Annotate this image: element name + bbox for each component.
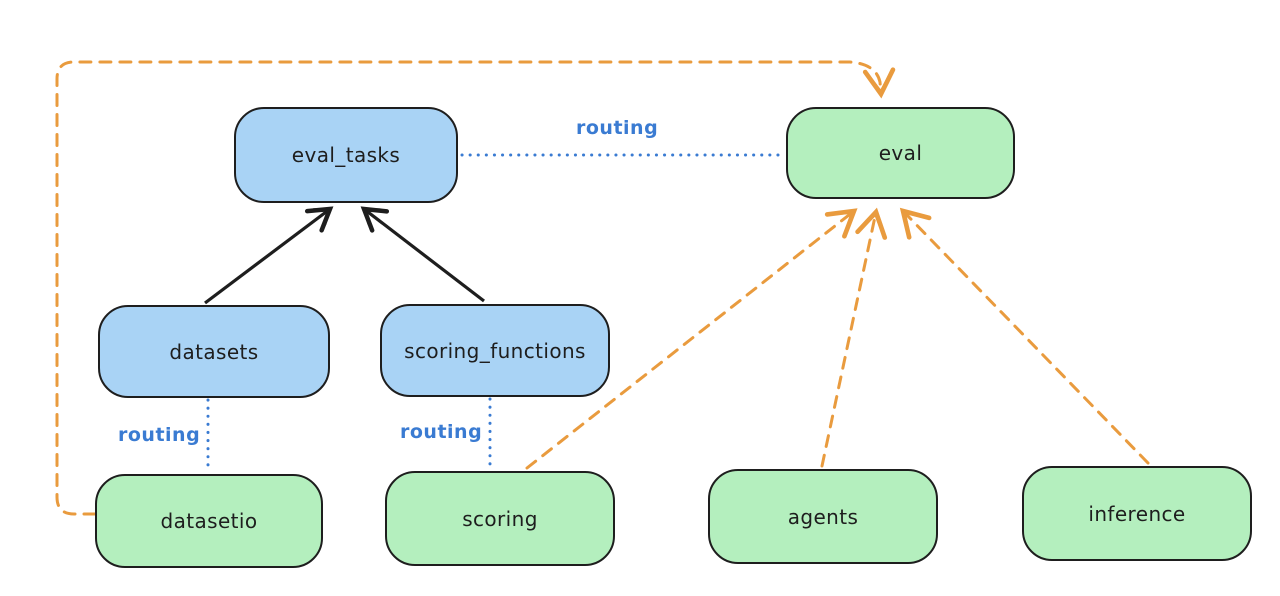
node-eval-label: eval [878, 141, 923, 165]
node-datasetio-label: datasetio [160, 509, 258, 533]
routing-label-scoring-functions-scoring: routing [400, 421, 483, 443]
routing-label-eval-tasks-eval: routing [576, 117, 659, 139]
node-scoring: scoring [385, 471, 615, 566]
node-scoring-label: scoring [462, 506, 538, 531]
node-datasets: datasets [98, 305, 330, 398]
node-agents: agents [708, 469, 938, 564]
node-scoring-functions-label: scoring_functions [404, 338, 586, 363]
node-scoring-functions: scoring_functions [380, 304, 610, 397]
edge-scoring-to-eval [525, 208, 858, 470]
edge-inference-to-eval [899, 207, 1150, 465]
node-eval-tasks: eval_tasks [234, 107, 458, 203]
node-agents-label: agents [787, 504, 859, 529]
node-datasetio: datasetio [95, 474, 323, 568]
node-inference-label: inference [1088, 501, 1186, 526]
node-datasets-label: datasets [169, 339, 259, 364]
edge-scoring_functions-to-eval_tasks [360, 206, 485, 303]
edge-agents-to-eval [820, 207, 888, 468]
routing-label-datasets-datasetio: routing [118, 424, 201, 446]
node-eval-tasks-label: eval_tasks [291, 143, 401, 167]
node-inference: inference [1022, 466, 1252, 561]
node-eval: eval [786, 107, 1015, 199]
edge-datasetio-to-eval [55, 60, 896, 516]
edge-datasets-to-eval_tasks [204, 206, 334, 305]
